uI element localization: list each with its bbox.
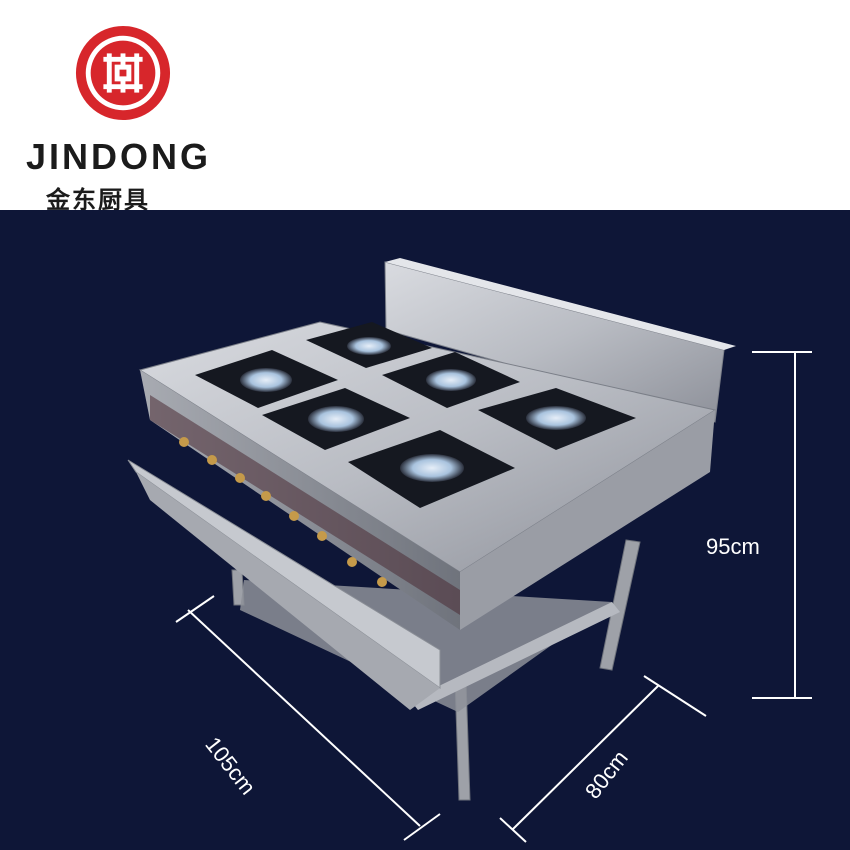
burners bbox=[195, 322, 636, 508]
height-dimension-line bbox=[752, 351, 812, 699]
burner-6 bbox=[478, 388, 636, 450]
jindong-logo-icon bbox=[75, 25, 171, 121]
width-dimension-line bbox=[175, 595, 441, 841]
burner-2 bbox=[306, 322, 432, 368]
range-legs bbox=[231, 539, 641, 801]
brand-header: JINDONG 金东厨具 bbox=[0, 0, 850, 214]
control-knobs bbox=[179, 437, 387, 587]
product-photo: 95cm 105cm 80cm bbox=[0, 210, 850, 850]
burner-3 bbox=[262, 388, 410, 450]
height-dimension-label: 95cm bbox=[706, 534, 760, 559]
gas-range-illustration bbox=[127, 258, 812, 843]
brand-name: JINDONG bbox=[26, 136, 212, 177]
burner-5 bbox=[348, 430, 515, 508]
burner-1 bbox=[195, 350, 338, 408]
burner-4 bbox=[382, 352, 520, 408]
right-side-panel bbox=[460, 410, 715, 630]
brand-name-chinese: 金东厨具 bbox=[46, 186, 150, 214]
depth-dimension-line bbox=[499, 675, 707, 843]
